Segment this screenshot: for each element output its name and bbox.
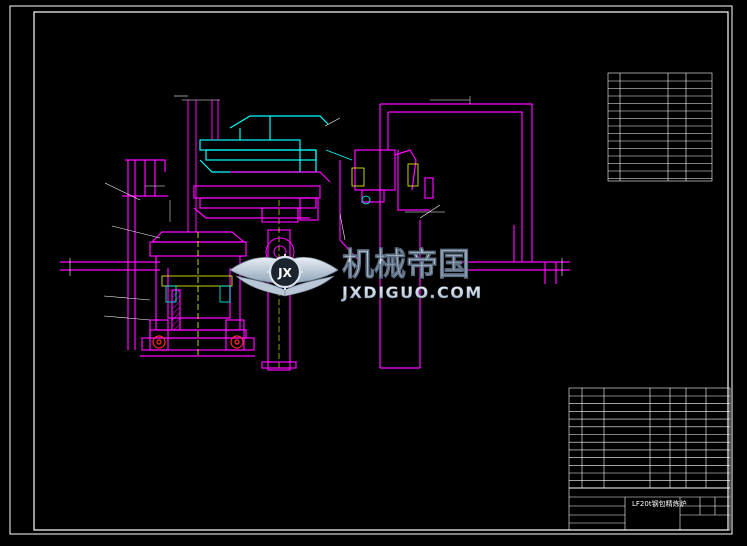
guide-posts — [182, 99, 220, 232]
hydraulic-unit — [339, 149, 434, 263]
ladle-vessel — [140, 231, 255, 357]
watermark-domain: JXDIGUO.COM — [341, 283, 483, 302]
gear-icon — [267, 254, 303, 290]
watermark-chinese: 机械帝国 — [342, 245, 470, 283]
dimension-marks — [145, 96, 471, 222]
title-block — [568, 387, 731, 531]
leader-lines — [103, 95, 441, 321]
ladle-details-cyan — [165, 285, 231, 303]
floor-lines — [60, 258, 570, 276]
hydraulic-unit-yellow — [351, 163, 419, 187]
electrode-arm-lower — [193, 171, 331, 223]
watermark-logo — [229, 254, 339, 297]
ladle-details-yellow — [161, 232, 233, 356]
drawing-frame — [9, 5, 733, 535]
electrode-arm-upper — [199, 115, 329, 173]
left-support-frame — [122, 159, 168, 350]
watermark-badge: JX — [277, 266, 292, 280]
parts-table-top — [607, 72, 713, 182]
building-structure — [379, 103, 557, 369]
hydraulic-unit-cyan — [325, 149, 371, 205]
drawing-title: LF20t钢包精炼炉 — [632, 499, 687, 508]
